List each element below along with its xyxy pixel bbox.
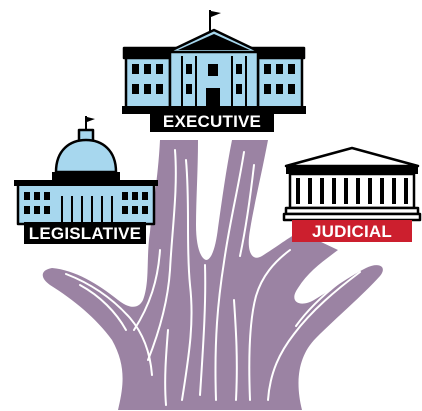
executive-label-bg <box>150 110 274 132</box>
capitol-icon <box>14 116 158 226</box>
tree-icon <box>42 140 383 410</box>
flag-icon <box>209 10 221 32</box>
supreme-court-icon <box>282 146 422 222</box>
legislative-label: LEGISLATIVE <box>24 222 146 244</box>
executive-label-text: EXECUTIVE <box>163 112 261 131</box>
executive-label: EXECUTIVE <box>150 110 274 132</box>
judicial-label-text: JUDICIAL <box>312 222 392 241</box>
judicial-label-bg <box>292 220 412 242</box>
legislative-label-text: LEGISLATIVE <box>29 224 141 243</box>
judicial-label: JUDICIAL <box>292 220 412 242</box>
white-house-icon <box>122 10 306 114</box>
legislative-label-bg <box>24 222 146 244</box>
